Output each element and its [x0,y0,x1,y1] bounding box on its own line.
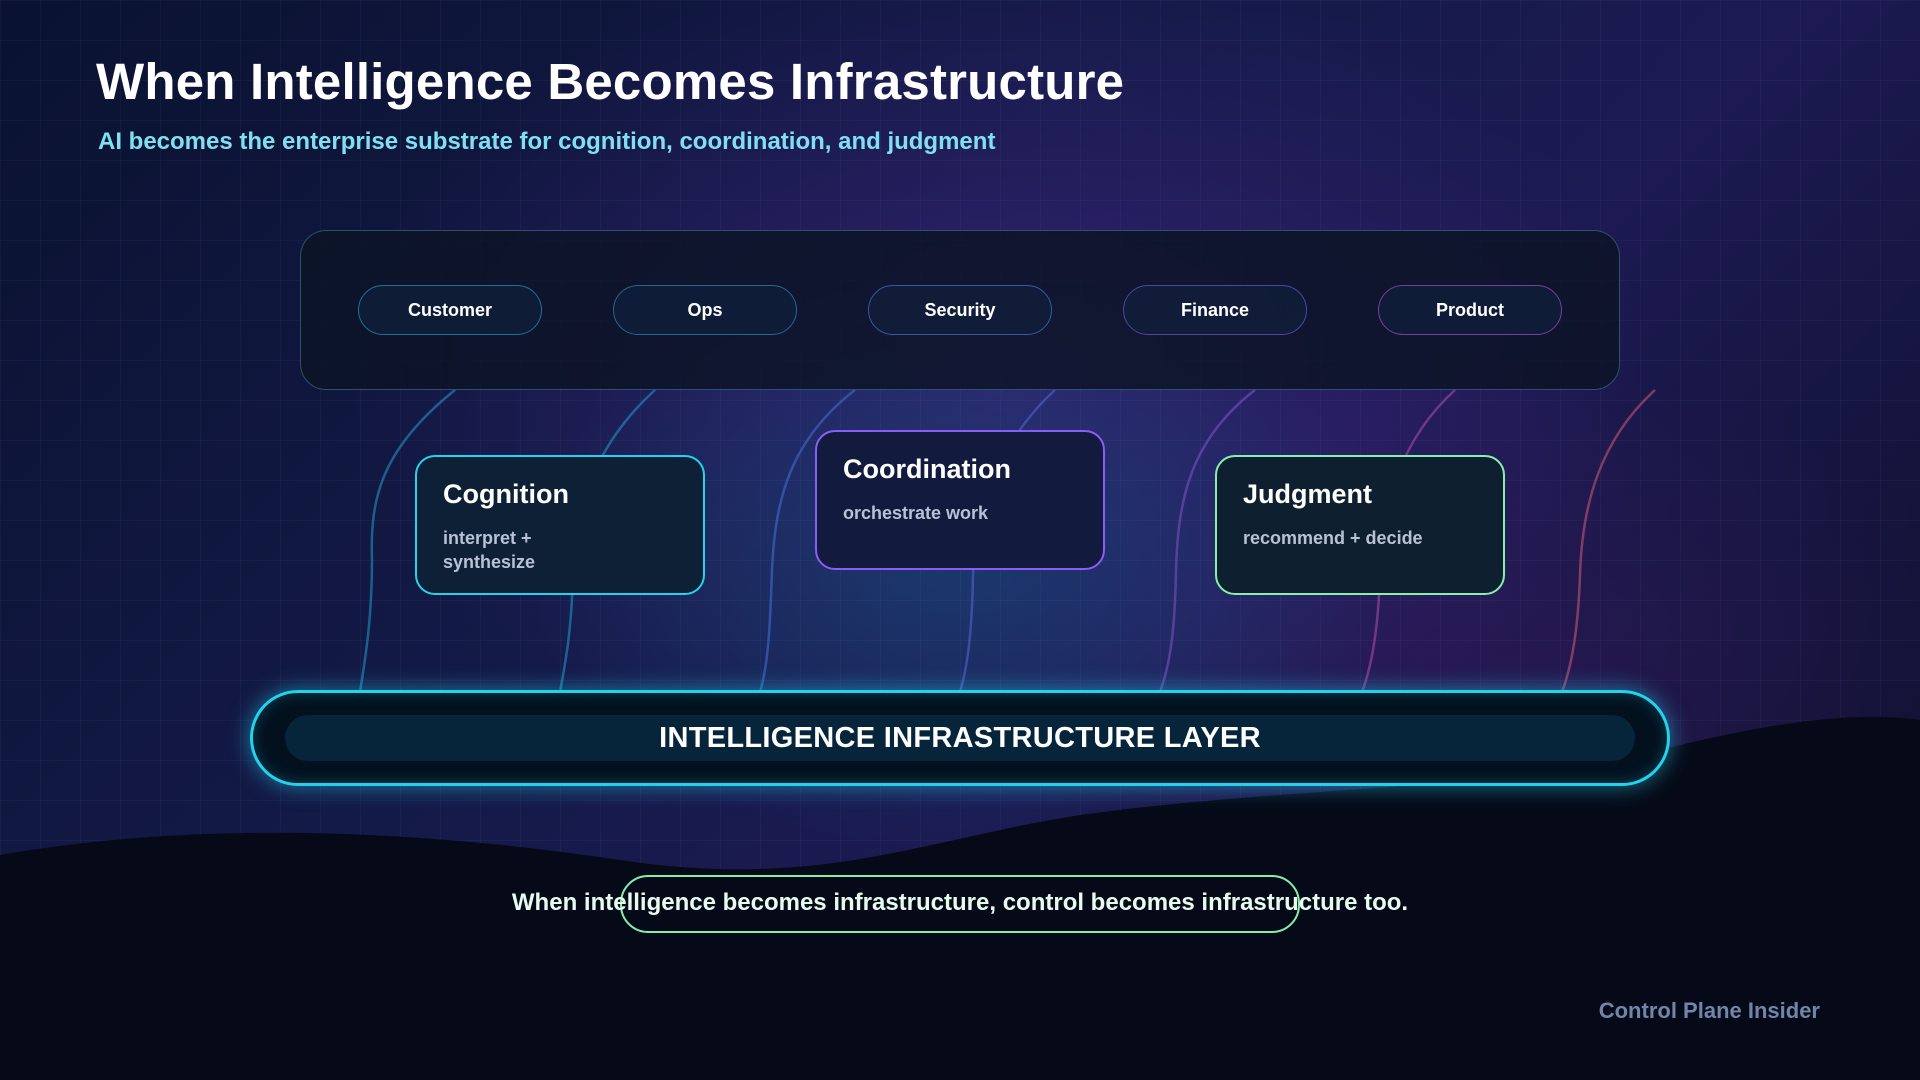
function-pill-security: Security [868,285,1052,335]
connector-line [1158,389,1256,693]
capability-subtitle: orchestrate work [843,503,989,523]
capability-card-coordination: Coordination orchestrate work [815,430,1105,570]
capability-title: Judgment [1243,479,1373,509]
page-subtitle: AI becomes the enterprise substrate for … [98,128,996,155]
capability-title: Coordination [843,454,1011,484]
capability-subtitle: recommend + decide [1243,528,1423,548]
capability-title: Cognition [443,479,569,509]
infrastructure-layer: INTELLIGENCE INFRASTRUCTURE LAYER [250,690,1670,786]
connector-line [758,389,856,693]
function-pill-customer: Customer [358,285,542,335]
brand-name: Control Plane Insider [1598,998,1820,1023]
connector-line [1560,389,1656,693]
infrastructure-layer-label: INTELLIGENCE INFRASTRUCTURE LAYER [659,721,1261,754]
tagline-outline [620,875,1300,933]
infrastructure-layer-inner [285,715,1635,761]
function-pill-ops: Ops [613,285,797,335]
connector-line [358,389,456,693]
function-pill-product: Product [1378,285,1562,335]
capability-card-cognition: Cognition interpret + synthesize [415,455,705,595]
page-title: When Intelligence Becomes Infrastructure [96,53,1125,110]
function-pill-finance: Finance [1123,285,1307,335]
capability-subtitle: interpret + synthesize [443,528,536,572]
capability-card-judgment: Judgment recommend + decide [1215,455,1505,595]
tagline: When intelligence becomes infrastructure… [511,889,1409,916]
